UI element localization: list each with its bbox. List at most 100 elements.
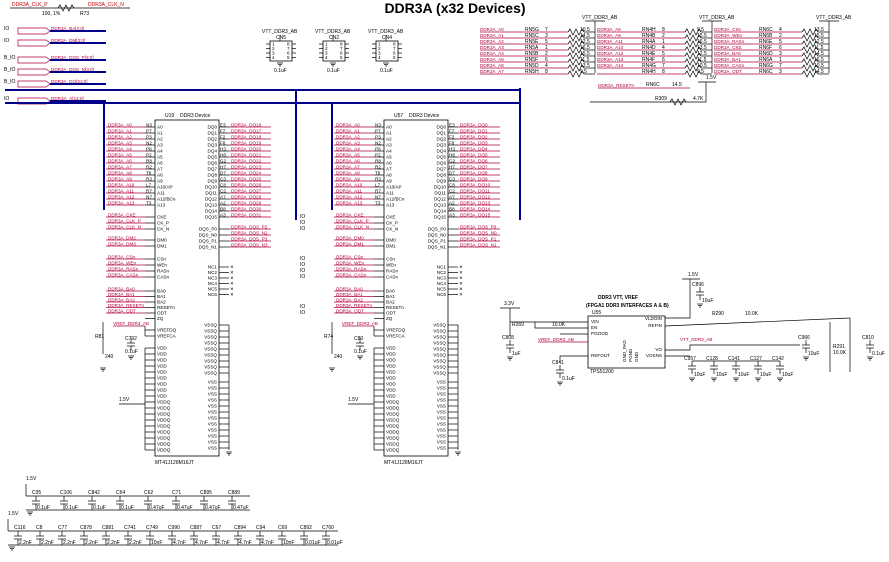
vss-pin-name: VSS [437,422,446,427]
decap-row: 1.5VC950.1uFC1060.1uFC8420.1uFC640.1uFC6… [25,476,250,516]
ddr3-chip-body [154,119,220,457]
io-tag: IO [300,274,305,280]
resistor-symbol [684,34,702,42]
addr-net: DDR3A_A12 [108,195,135,200]
nc-pin-name: NC2 [208,270,218,275]
term-rn-ref: RN6C [759,69,773,75]
decap-ref: C62 [144,490,153,496]
term-pin: 5 [779,39,782,45]
dq-net: DDR3A_DQ30 [231,207,262,212]
vref-net: VREF_DDR3_AB [113,321,149,326]
dq-net: DDR3A_DQ8 [460,171,488,176]
vddq-pin-name: VDDQ [157,400,171,405]
rpack-pin: 2 [378,46,381,51]
reset-pullup: DDR3A_RESETn RN6C 14.5 1.5V R309 4.7K [590,75,717,106]
term-pin: 7 [662,63,665,69]
addr-net: DDR3A_A13 [336,201,363,206]
decap-ref: C64 [116,490,125,496]
dq-ball: F7 [220,129,226,134]
term-value: 15.5 [580,51,590,57]
dq-pin-name: DQ7 [208,167,218,172]
term-value: 11.5 [814,45,824,51]
vddq-pin-name: VDDQ [157,412,171,417]
addr-net: DDR3A_A10 [108,183,135,188]
r290-ref: R290 [712,311,724,317]
decap-ref: C94 [256,525,265,531]
dq-net: DDR3A_DQ22 [231,159,262,164]
ctrl-net: DDR3A_CKE [108,213,136,218]
term-value: 13.5 [814,27,824,33]
r291-val: 10.0K [833,350,847,356]
decap-value: 10nF [151,540,162,546]
vss-pin-name: VSS [208,410,217,415]
vss-pin-name: VSS [208,386,217,391]
vssq-pin-name: VSSQ [433,341,446,346]
dq-net: DDR3A_DQ14 [460,207,491,212]
addr-net: DDR3A_A7 [108,165,132,170]
cmd-net: DDR3A_CASn [108,273,139,278]
decap-ref: C749 [146,525,158,531]
bus-net-label: DDR3A_A[13:0] [51,96,84,101]
addr-pin-name: A4 [157,149,163,154]
nc-pin-name: NC6 [208,292,218,297]
decap: C881 2.2nF [102,525,120,546]
vtt-cap-value: 10uF [808,351,819,357]
ground-icon [507,356,513,361]
decap-ref: C842 [88,490,100,496]
offpage-connector-icon [17,56,51,64]
nc-pin-name: NC2 [437,270,447,275]
vref-cap-ref: C792 [125,336,137,342]
decap-value: 2.2nF [107,540,120,546]
dq-pin-name: DQ13 [205,203,217,208]
dq-pin-name: DQ11 [205,191,217,196]
vss-pin-name: VSS [437,380,446,385]
vdd-rail-label: 1.5V [119,397,130,403]
ground-icon [9,546,15,551]
rpack-pin: 3 [378,51,381,56]
vddq-pin-name: VDDQ [157,448,171,453]
dqs-net: DDR3A_DQS_P0 [460,225,497,230]
addr-pin-name: A5 [386,155,392,160]
ba-pin-name: BA2 [386,300,395,305]
term-net: DDR3A_A0 [480,27,504,32]
addr-pin-name: A9 [386,179,392,184]
pin-en: EN [591,325,597,330]
term-pin: 8 [662,69,665,75]
dqs-pin-name: DQS_N0 [428,233,447,238]
decap-value: 2.2nF [19,540,32,546]
ba-pin-name: RESETn [386,305,404,310]
term-value: 13.5 [697,45,707,51]
offpage-connector-icon [17,39,51,47]
decap-ref: C881 [102,525,114,531]
dq-pin-name: DQ15 [205,215,217,220]
dq-net: DDR3A_DQ11 [460,189,490,194]
addr-net: DDR3A_A4 [336,147,360,152]
io-tag: IO [300,268,305,274]
term-rn-ref: RN4D [642,45,656,51]
vtt-out-net: VTT_DDR3_AB [680,337,712,342]
cmd-net: DDR3A_WEn [336,261,365,266]
addr-ball: R7 [146,189,152,194]
no-connect-icon: ✕ [459,281,463,286]
dq-ball: E3 [220,123,226,128]
ctrl-net: DDR3A_CLK_N [336,225,369,230]
addr-net: DDR3A_A10 [336,183,363,188]
dm-net: DDR3A_DM2 [108,236,136,241]
nc-pin-name: NC3 [208,276,218,281]
term-value: 16.5 [697,39,707,45]
dqs-pin-name: DQS_P1 [199,239,218,244]
rpack-cap-value: 0.1uF [380,68,393,74]
decap-ref: C895 [200,490,212,496]
dq-ball: H8 [449,153,455,158]
decap-ref: C8 [36,525,43,531]
no-connect-icon: ✕ [230,276,234,281]
addr-pin-name: A1 [386,131,392,136]
ba-pin-name: ODT [157,311,167,316]
ground-icon [755,377,761,382]
dqs-pin-name: DQS_N1 [199,245,218,250]
dq-pin-name: DQ2 [437,137,447,142]
vss-pin-name: VSS [208,446,217,451]
